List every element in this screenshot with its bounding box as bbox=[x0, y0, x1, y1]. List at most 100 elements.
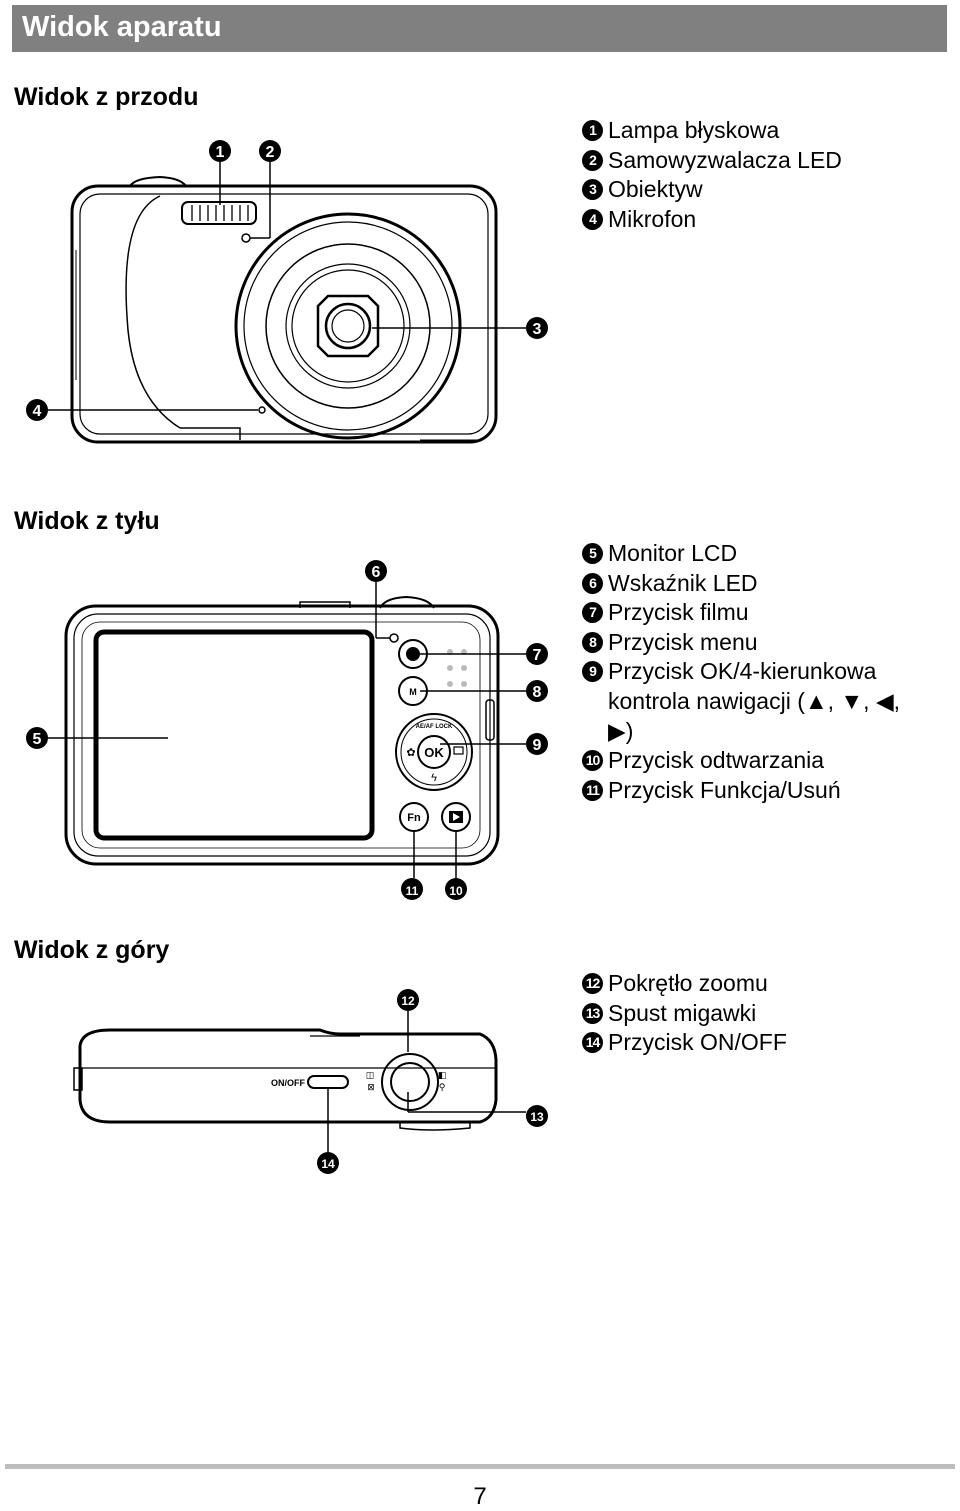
legend-label: Samowyzwalacza LED bbox=[608, 146, 842, 173]
callout-number: 2 bbox=[266, 144, 275, 161]
callout-number: 3 bbox=[582, 179, 603, 201]
lcd-monitor bbox=[93, 629, 375, 841]
callout-badge: 5 bbox=[26, 727, 48, 749]
callout-badge: 6 bbox=[365, 560, 387, 582]
callout-badge: 14 bbox=[317, 1152, 339, 1174]
camera-body bbox=[70, 184, 498, 444]
legend-label: Monitor LCD bbox=[608, 540, 738, 566]
callout-number: 4 bbox=[33, 403, 42, 420]
callout-badge: 13 bbox=[526, 1105, 548, 1127]
callout-number: 9 bbox=[533, 737, 542, 754]
microphone bbox=[258, 406, 266, 414]
callout-number: 8 bbox=[533, 684, 542, 701]
callout-number: 7 bbox=[582, 602, 603, 624]
legend-label: Lampa błyskowa bbox=[608, 117, 780, 143]
flash-lamp bbox=[181, 201, 257, 225]
legend-label: Przycisk odtwarzania bbox=[608, 747, 825, 774]
camera-top-illustration: ON/OFF ◫ ⊠ ◧ ⚲ 12 13 14 bbox=[73, 989, 548, 1174]
indicator-led bbox=[389, 633, 399, 643]
front-view-title: Widok z przodu bbox=[14, 83, 199, 111]
legend-label: Przycisk Funkcja/Usuń bbox=[608, 776, 841, 803]
callout-number: 5 bbox=[33, 731, 42, 748]
thumbnail-icon: ⊠ bbox=[367, 1082, 375, 1092]
callout-number: 13 bbox=[530, 1110, 544, 1124]
macro-icon: ✿ bbox=[406, 747, 415, 759]
callout-number: 5 bbox=[582, 543, 603, 564]
callout-number: 11 bbox=[582, 779, 603, 801]
power-label: ON/OFF bbox=[271, 1078, 305, 1088]
wide-angle-icon: ◫ bbox=[366, 1070, 375, 1080]
fn-button-label: Fn bbox=[407, 812, 421, 824]
page-title: Widok aparatu bbox=[22, 11, 222, 43]
callout-badge: 2 bbox=[259, 140, 281, 162]
ok-button bbox=[417, 735, 451, 769]
ok-navigation-pad bbox=[395, 713, 473, 791]
callout-badge: 12 bbox=[397, 989, 419, 1011]
lens bbox=[234, 212, 462, 440]
self-timer-led bbox=[241, 233, 251, 243]
callout-badge: 7 bbox=[526, 643, 548, 665]
top-view-title: Widok z góry bbox=[14, 936, 170, 964]
legend-label: Obiektyw bbox=[608, 176, 703, 203]
callout-number: 4 bbox=[582, 208, 603, 230]
legend-label: Mikrofon bbox=[608, 205, 697, 232]
shutter-button bbox=[390, 1062, 430, 1102]
legend-label: Pokrętło zoomu bbox=[608, 970, 768, 996]
power-button bbox=[307, 1075, 349, 1089]
page-number: 7 bbox=[473, 1483, 487, 1510]
magnify-icon: ⚲ bbox=[439, 1082, 446, 1092]
callout-badge: 8 bbox=[526, 680, 548, 702]
callout-number: 1 bbox=[216, 144, 225, 161]
callout-number: 11 bbox=[406, 884, 419, 898]
menu-button-label: M bbox=[409, 687, 417, 697]
callout-number: 9 bbox=[582, 661, 603, 683]
footer-rule bbox=[5, 1464, 955, 1469]
callout-number: 14 bbox=[582, 1032, 603, 1054]
callout-number: 10 bbox=[582, 750, 603, 772]
flash-icon: ϟ bbox=[431, 772, 437, 784]
ae-af-lock-label: AE/AF LOCK bbox=[416, 724, 453, 730]
page-header: Widok aparatu bbox=[12, 5, 947, 52]
callout-number: 2 bbox=[582, 149, 603, 171]
callout-number: 1 bbox=[582, 120, 603, 141]
callout-number: 10 bbox=[449, 884, 463, 898]
callout-badge: 3 bbox=[526, 317, 548, 339]
legend-label: Przycisk ON/OFF bbox=[608, 1029, 787, 1056]
callout-number: 7 bbox=[533, 647, 542, 664]
back-view-title: Widok z tyłu bbox=[14, 507, 160, 535]
callout-number: 13 bbox=[582, 1002, 603, 1024]
callout-number: 6 bbox=[582, 572, 603, 594]
callout-badge: 9 bbox=[526, 733, 548, 755]
camera-back-illustration: M AE/AF LOCK OK Fn ✿ ϟ 5 6 7 8 9 10 11 bbox=[26, 560, 548, 900]
legend-continuation: kontrola nawigacji (▲, ▼, ◀, bbox=[608, 687, 901, 714]
legend-label: Przycisk filmu bbox=[608, 599, 749, 626]
legend-label: Wskaźnik LED bbox=[608, 569, 758, 596]
callout-badge: 11 bbox=[401, 878, 423, 900]
callout-number: 12 bbox=[401, 994, 415, 1008]
ok-button-label: OK bbox=[424, 745, 444, 760]
legend-label: Przycisk menu bbox=[608, 628, 758, 655]
callout-number: 3 bbox=[533, 321, 542, 338]
callout-number: 6 bbox=[372, 564, 381, 581]
camera-front-illustration: 1 2 3 4 bbox=[26, 140, 548, 444]
legend-label: Spust migawki bbox=[608, 999, 757, 1026]
legend-continuation: ▶) bbox=[608, 717, 634, 744]
callout-number: 14 bbox=[321, 1157, 335, 1171]
